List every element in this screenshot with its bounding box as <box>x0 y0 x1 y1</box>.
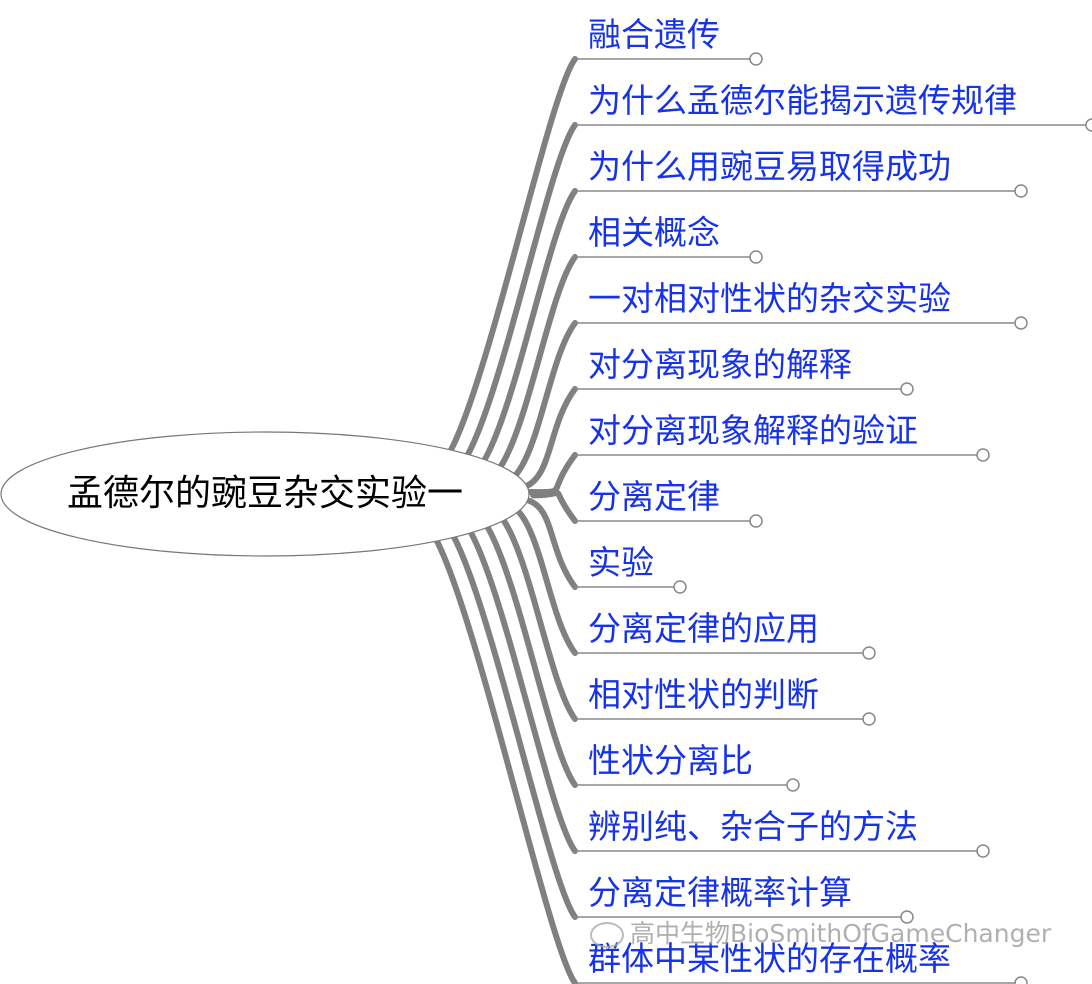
expand-toggle-icon[interactable] <box>1014 184 1028 198</box>
branch-connector <box>527 452 578 496</box>
expand-toggle-icon[interactable] <box>900 382 914 396</box>
branch-connector <box>480 502 578 722</box>
branch-connector <box>530 489 578 524</box>
expand-toggle-icon[interactable] <box>862 712 876 726</box>
branch-node[interactable]: 分离定律概率计算 <box>588 873 852 912</box>
expand-toggle-icon[interactable] <box>1014 316 1028 330</box>
branch-node[interactable]: 群体中某性状的存在概率 <box>588 939 951 978</box>
root-node-label[interactable]: 孟德尔的豌豆杂交实验一 <box>66 473 463 514</box>
expand-toggle-icon[interactable] <box>862 646 876 660</box>
expand-toggle-icon[interactable] <box>900 910 914 924</box>
expand-toggle-icon[interactable] <box>673 580 687 594</box>
expand-toggle-icon[interactable] <box>749 514 763 528</box>
watermark-text: 高中生物BioSmithOfGameChanger <box>630 919 1052 948</box>
branch-node[interactable]: 为什么孟德尔能揭示遗传规律 <box>588 81 1017 120</box>
wechat-icon <box>590 922 624 948</box>
watermark: 高中生物BioSmithOfGameChanger <box>590 914 1051 950</box>
expand-toggle-icon[interactable] <box>976 448 990 462</box>
branch-node[interactable]: 对分离现象解释的验证 <box>588 411 918 450</box>
branch-node[interactable]: 相对性状的判断 <box>588 675 819 714</box>
expand-toggle-icon[interactable] <box>1085 118 1092 132</box>
branch-node[interactable]: 融合遗传 <box>588 15 720 54</box>
branch-node[interactable]: 分离定律的应用 <box>588 609 819 648</box>
branch-node[interactable]: 相关概念 <box>588 213 720 252</box>
branch-node[interactable]: 为什么用豌豆易取得成功 <box>588 147 951 186</box>
branch-node[interactable]: 分离定律 <box>588 477 720 516</box>
branch-node[interactable]: 一对相对性状的杂交实验 <box>588 279 951 318</box>
branch-node[interactable]: 辨别纯、杂合子的方法 <box>588 807 918 846</box>
expand-toggle-icon[interactable] <box>1014 976 1028 984</box>
expand-toggle-icon[interactable] <box>786 778 800 792</box>
branch-node[interactable]: 性状分离比 <box>588 741 753 780</box>
branch-node[interactable]: 对分离现象的解释 <box>588 345 852 384</box>
branch-node[interactable]: 实验 <box>588 543 654 582</box>
root-node-ellipse[interactable] <box>0 431 530 557</box>
expand-toggle-icon[interactable] <box>749 52 763 66</box>
expand-toggle-icon[interactable] <box>976 844 990 858</box>
expand-toggle-icon[interactable] <box>749 250 763 264</box>
